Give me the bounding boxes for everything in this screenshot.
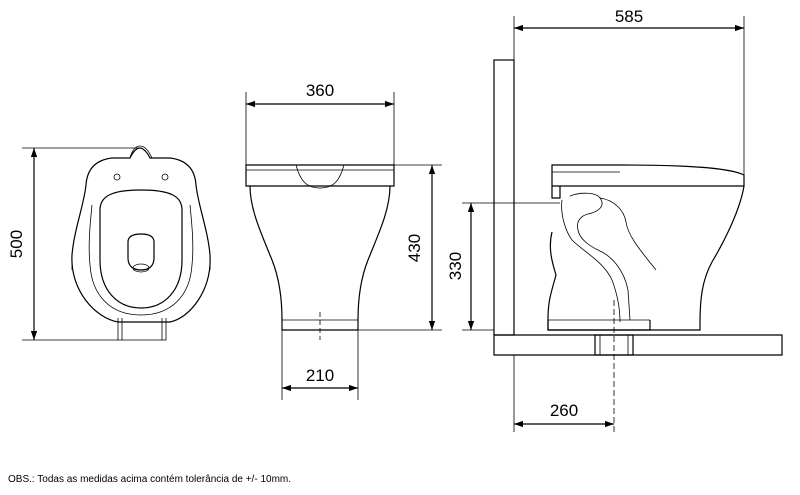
dim-side-outlet-distance: 260: [550, 401, 578, 420]
dim-front-base: 210: [306, 366, 334, 385]
tolerance-note: OBS.: Todas as medidas acima contém tole…: [8, 474, 292, 485]
front-view: 360 210 430: [245, 81, 442, 400]
top-view: 500: [7, 145, 211, 341]
dim-top-length: 500: [7, 230, 26, 258]
dim-side-outlet-height: 330: [446, 252, 465, 280]
dim-front-height: 430: [405, 234, 424, 262]
dim-front-width: 360: [306, 81, 334, 100]
side-view: 585 330 260: [446, 7, 783, 432]
dim-side-depth: 585: [615, 7, 643, 26]
